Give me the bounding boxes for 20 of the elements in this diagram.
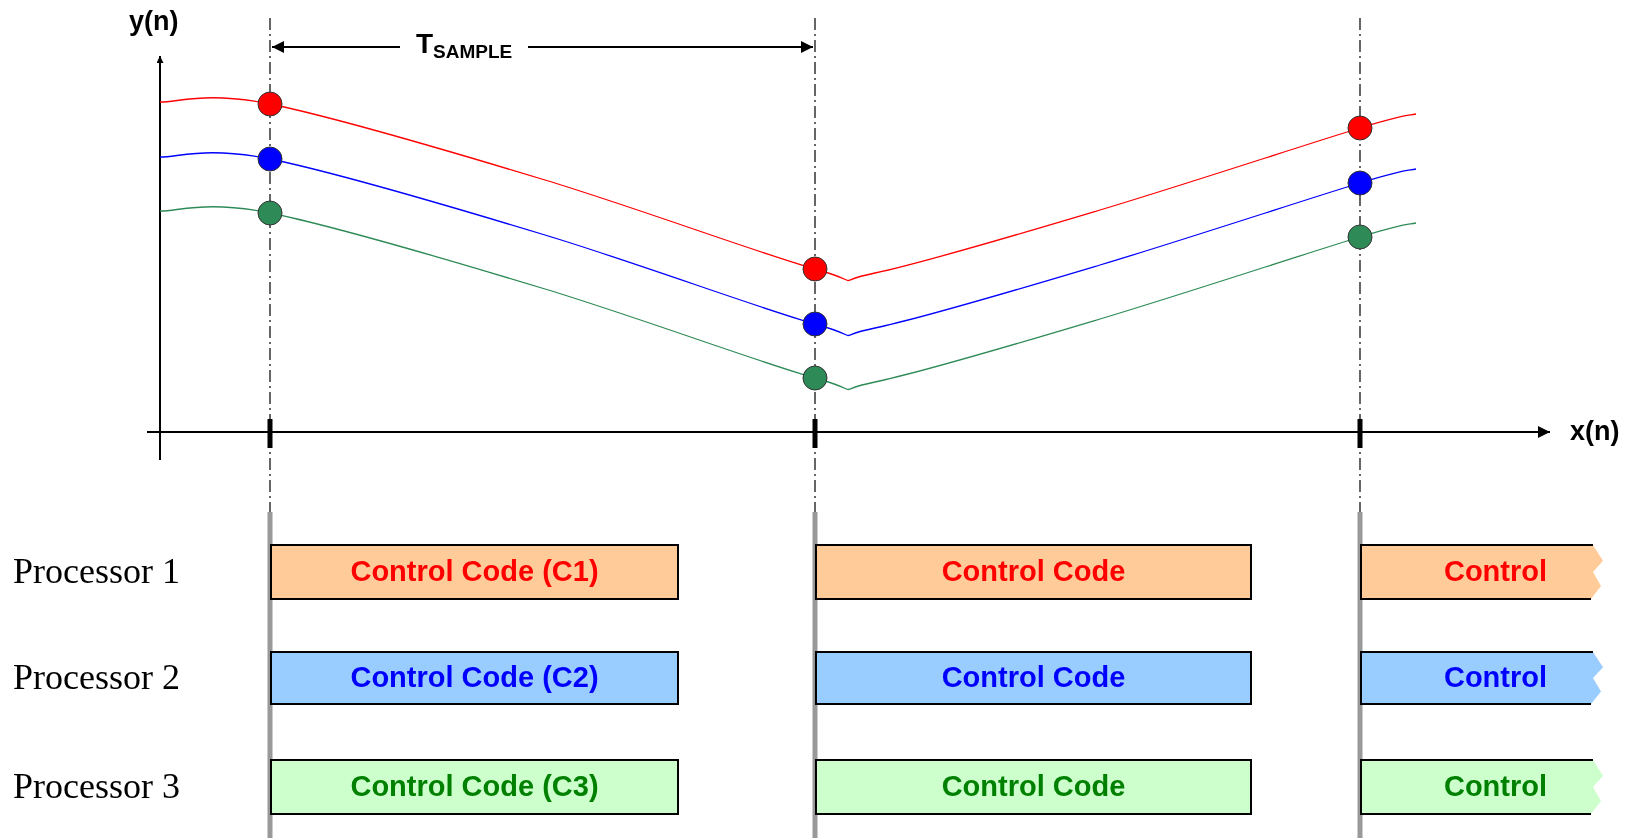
block-label: Control Code (C1) [350, 554, 599, 590]
row-label: Processor 1 [13, 553, 180, 589]
code-block [270, 544, 679, 600]
block-label: Control Code [941, 769, 1126, 805]
axis-label: y(n) [129, 8, 179, 35]
row-label: Processor 3 [13, 768, 180, 804]
code-block [815, 651, 1252, 705]
block-label: Control Code (C3) [350, 769, 599, 805]
block-label: Control [1443, 554, 1548, 590]
block-label: Control [1443, 660, 1548, 696]
code-block [270, 651, 679, 705]
block-label: Control Code (C2) [350, 660, 599, 696]
row-label: Processor 2 [13, 659, 180, 695]
block-label: Control [1443, 769, 1548, 805]
axis-label: x(n) [1570, 418, 1620, 445]
block-label: Control Code [941, 660, 1126, 696]
code-block [815, 544, 1252, 600]
code-block [270, 759, 679, 815]
block-label: Control Code [941, 554, 1126, 590]
code-block [815, 759, 1252, 815]
